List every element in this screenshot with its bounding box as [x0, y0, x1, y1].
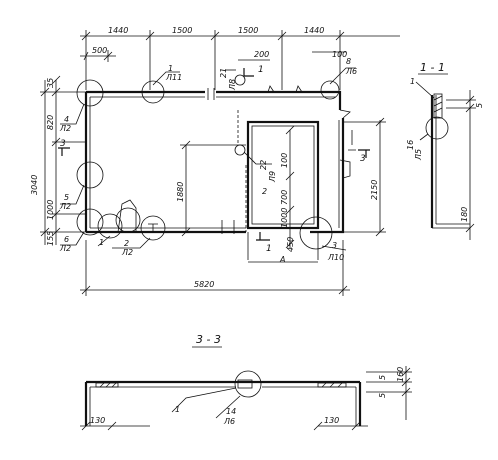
inner-dimensions: 100 700 1000 450 [280, 125, 295, 252]
top-dim-3: 1500 [238, 26, 258, 35]
section-mark-1-bottom: 1 [266, 244, 272, 254]
node-2-bottom-num: 2 [124, 239, 129, 248]
node-callouts: 1 Л11 21 Л8 8 Л6 4 Л2 5 Л2 6 Л2 1 2 Л2 2… [59, 57, 357, 262]
node-22-sheet: Л9 [268, 171, 277, 183]
top-dim-2: 1500 [172, 26, 192, 35]
section-mark-3-right: 3 [360, 154, 366, 164]
dim-1880: 1880 [176, 182, 185, 202]
node-6-sheet: Л2 [59, 244, 71, 253]
section-3-3-node-num: 14 [226, 407, 236, 416]
node-5-sheet: Л2 [59, 202, 71, 211]
section-mark-1-top: 1 [258, 65, 264, 75]
left-dim-35: 35 [46, 78, 55, 88]
right-dimension: 2150 [343, 117, 386, 237]
node-3-num: 3 [332, 241, 337, 250]
floor-plan: 1440 1500 1500 1440 500 200 100 3040 35 … [30, 26, 400, 296]
section-1-1-node-sheet: Л5 [414, 149, 423, 161]
section-1-1: 1 - 1 1 16 Л5 5 180 [406, 61, 484, 240]
node-4-sheet: Л2 [59, 124, 71, 133]
top-dim-1: 1440 [108, 26, 128, 35]
node-1-bottom-num: 1 [99, 238, 104, 247]
inner-room [246, 120, 320, 260]
section-3-3-dim-130-left: 130 [90, 416, 105, 425]
section-3-3-dim-5-b: 5 [378, 393, 387, 398]
dim-100-top: 100 [332, 50, 347, 59]
section-3-3: 3 - 3 1 14 Л6 130 130 5 5 160 [80, 333, 412, 431]
left-outer-dim: 3040 [30, 175, 39, 195]
bottom-dimension: 5820 A [80, 240, 350, 296]
node-6-num: 6 [64, 235, 69, 244]
label-A: A [279, 255, 285, 264]
section-marks: 3 3 1 1 [58, 65, 370, 254]
node-1-top-sheet: Л11 [165, 73, 182, 82]
section-1-1-title: 1 - 1 [420, 61, 445, 74]
top-dim-4: 1440 [304, 26, 324, 35]
section-1-1-leader: 1 [410, 77, 415, 86]
outer-walls [84, 85, 356, 234]
section-3-3-dim-160: 160 [396, 367, 405, 382]
section-3-3-node-sheet: Л6 [223, 417, 235, 426]
left-dim-155: 155 [46, 231, 55, 246]
left-dimension-chain: 3040 35 820 1000 155 [30, 75, 86, 246]
section-3-3-dim-130-right: 130 [324, 416, 339, 425]
node-21-sheet: Л8 [228, 79, 237, 91]
top-dimension-chain: 1440 1500 1500 1440 500 200 100 [80, 26, 400, 90]
section-1-1-node-num: 16 [406, 140, 415, 150]
dim-1880-group: 1880 [176, 140, 246, 237]
node-22-num: 22 [259, 160, 268, 170]
right-dim-2150: 2150 [370, 180, 379, 200]
dim-500: 500 [92, 46, 107, 55]
bottom-dim-5820: 5820 [194, 280, 214, 289]
left-dim-820: 820 [46, 115, 55, 130]
section-1-1-dim-5: 5 [475, 103, 484, 108]
node-markers [76, 74, 340, 250]
section-3-3-title: 3 - 3 [196, 333, 221, 346]
inner-dim-700: 700 [280, 190, 289, 205]
inner-dim-450: 450 [286, 237, 295, 252]
node-2-bottom-sheet: Л2 [121, 248, 133, 257]
inner-dim-100: 100 [280, 153, 289, 168]
node-3-sheet: Л10 [327, 253, 344, 262]
inner-dim-1000: 1000 [280, 208, 289, 228]
section-3-3-leader: 1 [175, 405, 180, 414]
node-5-num: 5 [64, 193, 69, 202]
node-21-num: 21 [219, 68, 228, 78]
dim-200: 200 [254, 50, 269, 59]
section-3-3-dim-5-a: 5 [378, 375, 387, 380]
section-mark-3-left: 3 [60, 139, 66, 149]
node-4-num: 4 [64, 115, 69, 124]
node-2-center: 2 [262, 187, 267, 196]
section-1-1-dim-180: 180 [460, 207, 469, 222]
node-8-sheet: Л6 [345, 67, 357, 76]
node-1-top-num: 1 [168, 64, 173, 73]
left-dim-1000: 1000 [46, 200, 55, 220]
node-8-num: 8 [346, 57, 351, 66]
